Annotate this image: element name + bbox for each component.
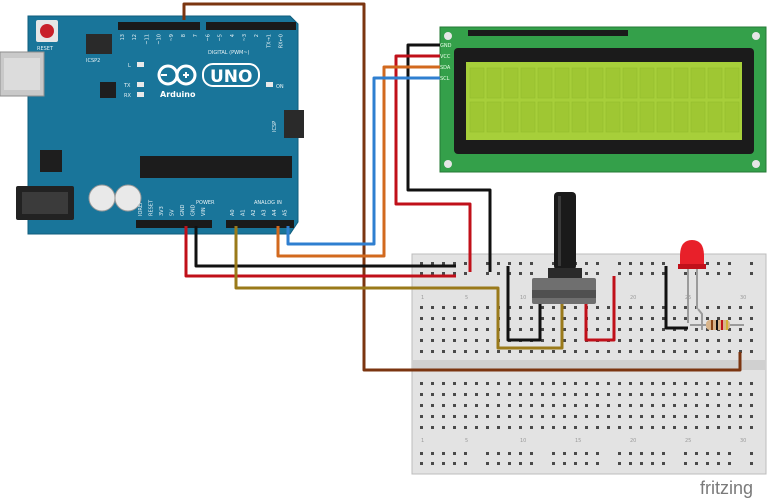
power-section-label: POWER — [196, 200, 215, 206]
digital-pin-label: ~9 — [169, 34, 175, 41]
wire-black-led — [664, 266, 688, 330]
atmega-chip — [140, 156, 292, 178]
red-led — [678, 240, 706, 330]
digital-pin-label: ~11 — [144, 34, 150, 45]
power-pin-label: RESET — [149, 199, 155, 216]
digital-section-label: DIGITAL (PWM~) — [208, 50, 250, 56]
on-label: ON — [276, 84, 284, 90]
power-header — [136, 220, 212, 228]
breadboard-column-number: 15 — [575, 438, 581, 444]
wire-red-pot — [584, 276, 616, 342]
power-pin-label: GND — [191, 204, 197, 216]
digital-header-left — [118, 22, 200, 30]
breadboard-column-number: 30 — [740, 295, 746, 301]
digital-pin-label: 2 — [254, 34, 260, 37]
breadboard-column-number: 10 — [520, 295, 526, 301]
digital-pin-label: TX→1 — [266, 34, 272, 49]
wire-black-lcd-gnd — [406, 43, 492, 272]
breadboard-column-number: 1 — [421, 438, 424, 444]
digital-pin-label: 12 — [132, 34, 138, 40]
analog-pin-label: A0 — [230, 209, 236, 216]
wire-olive-a0 — [234, 226, 564, 350]
wire-black-pot — [506, 266, 542, 342]
analog-pin-label: A3 — [262, 209, 268, 216]
digital-pin-label: ~5 — [218, 34, 224, 41]
reset-label: RESET — [37, 46, 54, 52]
breadboard-column-number: 5 — [465, 295, 468, 301]
power-pin-label: 5V — [170, 209, 176, 216]
power-pin-label: GND — [180, 204, 186, 216]
icsp-label: ICSP — [272, 121, 278, 132]
digital-header-right — [206, 22, 296, 30]
wire-blue-scl — [286, 76, 440, 246]
lcd-16x2-module: GND VCC SDA SCL — [439, 26, 767, 173]
rx-label: RX — [124, 93, 131, 99]
power-pin-label: IOREF — [138, 201, 144, 216]
potentiometer — [532, 192, 596, 304]
analog-pin-label: A2 — [251, 209, 257, 216]
breadboard-column-number: 20 — [630, 438, 636, 444]
breadboard-column-number: 30 — [740, 438, 746, 444]
wire-black-gnd — [194, 226, 456, 268]
lcd-pin-gnd: GND — [440, 43, 452, 49]
breadboard-column-number: 1 — [421, 295, 424, 301]
voltage-regulator — [40, 150, 62, 172]
usb-chip — [100, 82, 116, 98]
wire-red-5v — [184, 226, 456, 278]
resistor — [690, 320, 744, 330]
capacitor — [114, 184, 142, 212]
lcd-pin-header — [468, 30, 628, 36]
power-pin-label: VIN — [201, 207, 207, 216]
wire-orange-sda — [276, 65, 440, 258]
analog-pin-label: A1 — [241, 209, 247, 216]
analog-header — [226, 220, 294, 228]
wire-brown-led — [182, 2, 742, 372]
digital-pin-label: RX←0 — [279, 34, 285, 48]
uno-label: UNO — [210, 67, 252, 87]
lcd-pin-sda: SDA — [440, 65, 451, 71]
analog-pin-label: A5 — [283, 209, 289, 216]
fritzing-brand: fritzing — [700, 478, 753, 498]
arduino-logo — [157, 64, 197, 86]
tx-label: TX — [123, 83, 131, 89]
breadboard-column-number: 20 — [630, 295, 636, 301]
icsp2-label: ICSP2 — [86, 58, 100, 64]
digital-pin-label: ~10 — [157, 34, 163, 45]
digital-pin-label: 13 — [120, 34, 126, 40]
breadboard-column-number: 5 — [465, 438, 468, 444]
digital-pin-label: 4 — [230, 34, 236, 37]
digital-pin-label: 8 — [181, 34, 187, 37]
uno-badge — [202, 63, 260, 87]
power-pin-label: 3V3 — [159, 206, 165, 216]
icsp2-header — [86, 34, 112, 54]
icsp-header — [284, 110, 304, 138]
digital-pin-label: ~6 — [205, 34, 211, 41]
capacitor — [88, 184, 116, 212]
breadboard: 115510101515202025253030 — [411, 253, 767, 475]
lcd-pin-scl: SCL — [440, 76, 450, 82]
breadboard-column-number: 25 — [685, 438, 691, 444]
digital-pin-label: 7 — [193, 34, 199, 37]
wires — [182, 2, 742, 372]
lcd-pin-vcc: VCC — [440, 54, 451, 60]
analog-section-label: ANALOG IN — [254, 200, 282, 206]
analog-pin-label: A4 — [272, 209, 278, 216]
wire-red-lcd-vcc — [394, 54, 472, 272]
breadboard-column-number: 10 — [520, 438, 526, 444]
digital-pin-label: ~3 — [242, 34, 248, 41]
l-label: L — [128, 63, 131, 69]
arduino-brand-label: Arduino — [160, 90, 196, 99]
